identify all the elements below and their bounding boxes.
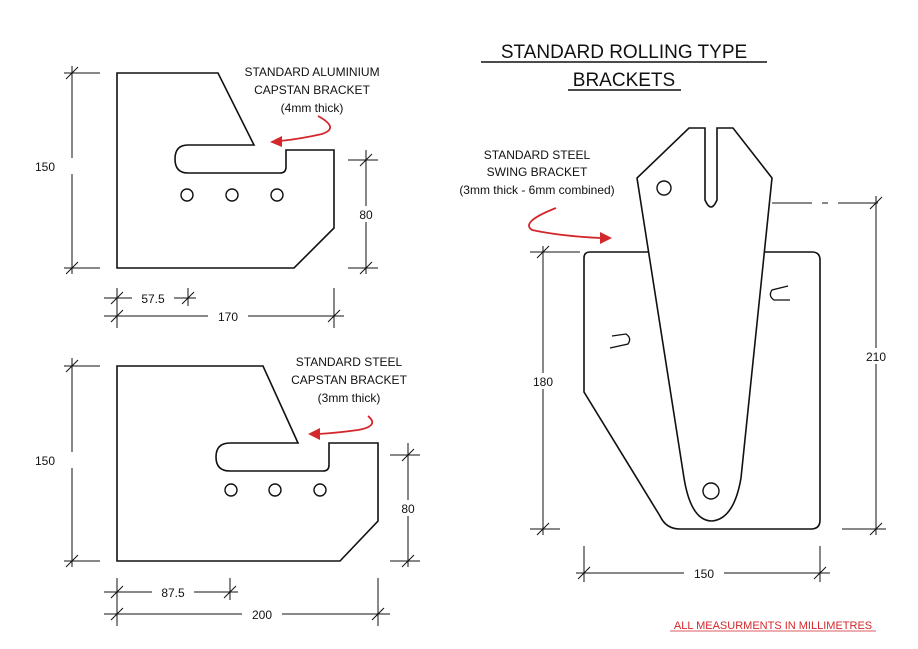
mount-hole — [224, 483, 238, 497]
steel-capstan-label-line-1: STANDARD STEEL — [296, 355, 403, 369]
pointer-arrow — [528, 207, 601, 239]
mount-hole — [268, 483, 282, 497]
pointer-arrowhead — [308, 428, 320, 440]
dim-label-slot-offset: 57.5 — [141, 292, 165, 306]
pointer-arrow — [279, 115, 331, 142]
dim-tick — [181, 291, 195, 305]
aluminium-label-line-3: (4mm thick) — [281, 101, 344, 115]
dim-label-total-height: 210 — [866, 350, 886, 364]
dim-label-slot-height: 80 — [401, 502, 415, 516]
swing-label-line-3: (3mm thick - 6mm combined) — [459, 183, 614, 197]
dim-tick — [869, 522, 883, 536]
mount-hole — [180, 188, 194, 202]
mount-hole — [225, 188, 239, 202]
dim-tick — [401, 554, 415, 568]
steel-capstan-label-line-2: CAPSTAN BRACKET — [291, 373, 407, 387]
aluminium-label-line-2: CAPSTAN BRACKET — [254, 83, 370, 97]
pointer-arrow — [317, 415, 374, 435]
dim-tick — [813, 566, 827, 580]
dim-label-plate-height: 180 — [533, 375, 553, 389]
title-line-2: BRACKETS — [573, 70, 675, 91]
swing-bracket-arm — [636, 127, 773, 522]
steel-capstan-label-line-3: (3mm thick) — [318, 391, 381, 405]
dim-label-height: 150 — [35, 160, 55, 174]
dim-tick — [65, 261, 79, 275]
title-line-1: STANDARD ROLLING TYPE — [501, 42, 747, 63]
dim-tick — [65, 66, 79, 80]
dim-label-slot-height: 80 — [359, 208, 373, 222]
dim-tick — [401, 448, 415, 462]
pivot-hole — [656, 180, 672, 196]
dim-tick — [359, 153, 373, 167]
dim-tick — [359, 261, 373, 275]
dim-label-width: 150 — [694, 567, 714, 581]
dim-label-slot-offset: 87.5 — [161, 586, 185, 600]
dim-label-width: 170 — [218, 310, 238, 324]
dim-tick — [110, 607, 124, 621]
dim-tick — [65, 554, 79, 568]
clip-mark — [769, 285, 790, 301]
pointer-arrowhead — [270, 136, 282, 147]
dim-tick — [110, 309, 124, 323]
dim-tick — [327, 309, 341, 323]
aluminium-label-line-1: STANDARD ALUMINIUM — [244, 65, 379, 79]
swing-bracket: 180 210 150 STANDARD STEEL SWING BRACKET… — [459, 127, 892, 582]
swing-label-line-1: STANDARD STEEL — [484, 148, 591, 162]
pivot-hole — [702, 482, 720, 500]
dim-label-width: 200 — [252, 608, 272, 622]
dim-tick — [577, 566, 591, 580]
dim-tick — [536, 522, 550, 536]
aluminium-bracket: 150 80 57.5 170 STANDARD ALUMINIUM CAPST… — [35, 65, 380, 328]
mount-hole — [270, 188, 284, 202]
dim-tick — [371, 607, 385, 621]
dim-tick — [110, 291, 124, 305]
dim-tick — [536, 245, 550, 259]
dim-tick — [110, 585, 124, 599]
dim-label-height: 150 — [35, 454, 55, 468]
dim-tick — [65, 359, 79, 373]
swing-label-line-2: SWING BRACKET — [487, 165, 588, 179]
measurement-note: ALL MEASURMENTS IN MILLIMETRES — [674, 620, 872, 632]
clip-mark — [609, 333, 631, 349]
mount-hole — [313, 483, 327, 497]
dim-tick — [869, 196, 883, 210]
steel-capstan-bracket-outline — [116, 365, 379, 562]
aluminium-bracket-outline — [116, 72, 335, 269]
steel-capstan-bracket: 150 80 87.5 200 STANDARD STEEL CAPSTAN B… — [35, 355, 420, 626]
dim-tick — [223, 585, 237, 599]
pointer-arrowhead — [600, 232, 612, 244]
